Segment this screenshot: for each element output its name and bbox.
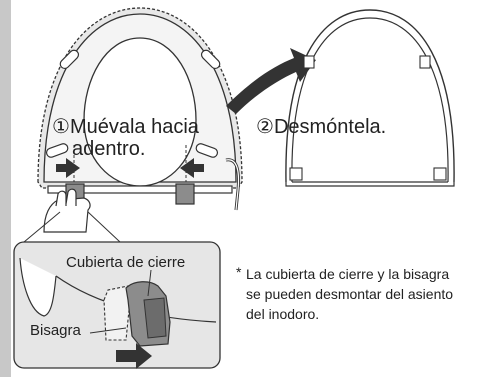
step-2-text: Desmóntela. [273,116,387,138]
note-text: La cubierta de cierre y la bisagra se pu… [246,266,454,322]
step-1-text-line1: Muévala hacia [69,116,199,138]
remove-arrow [226,48,316,114]
cover-label: Cubierta de cierre [66,254,186,271]
note-marker: * [236,264,242,280]
move-inward-arrow [56,158,204,178]
direction-arrow [116,343,152,369]
step-2-label: ②Desmóntela. [256,116,386,138]
toilet-seat-diagram [37,7,243,211]
hinge-detail [13,241,221,369]
hand-illustration [43,188,91,233]
removed-seat-diagram [285,9,455,187]
callout-lines [23,211,121,243]
step-1-label-line2: adentro. [72,138,145,160]
page-margin-bar [0,0,11,377]
hinge-label: Bisagra [30,322,81,339]
step-1-label: ①Muévala hacia [52,116,199,138]
seat-bumper-pads [45,49,221,158]
step-1-number: ① [52,116,70,138]
step-2-number: ② [256,116,274,138]
step-1-text-line2: adentro. [72,138,146,160]
